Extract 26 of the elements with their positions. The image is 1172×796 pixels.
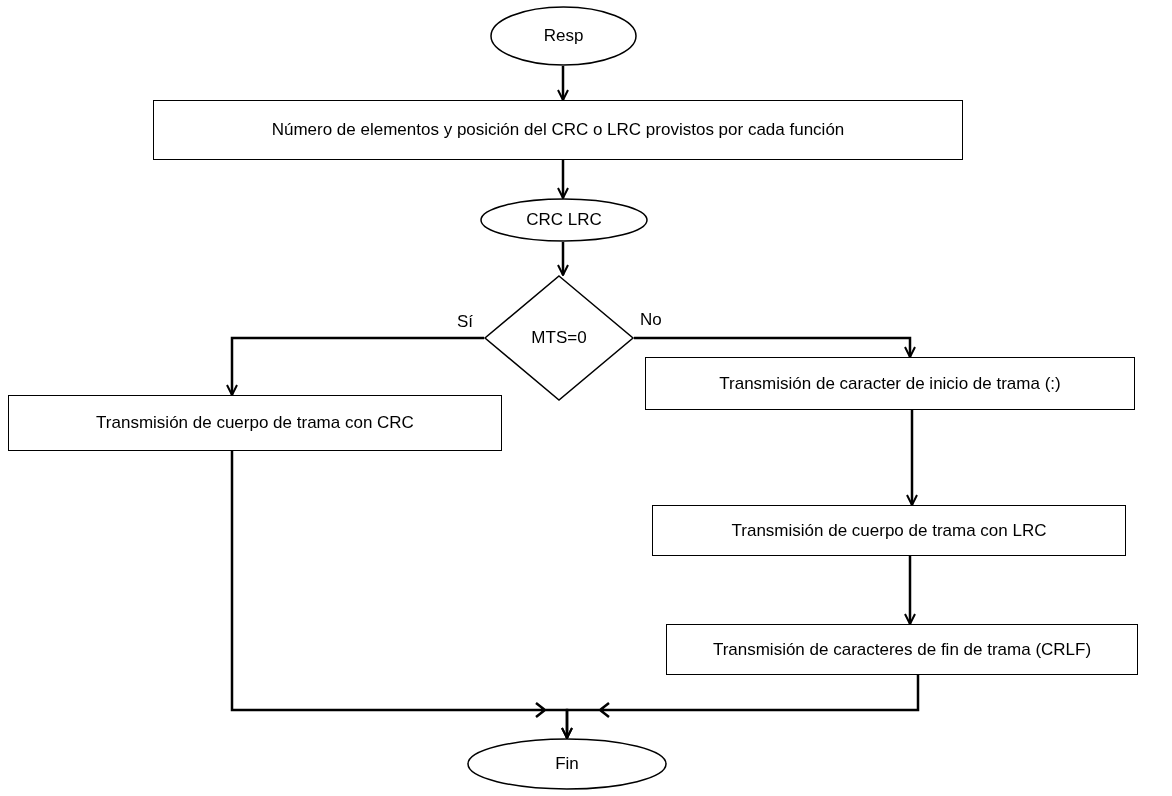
node-text: Fin — [555, 754, 579, 774]
process-box — [645, 357, 1135, 410]
node-text: MTS=0 — [531, 328, 587, 348]
arrow — [557, 160, 569, 199]
node-text: Transmisión de cuerpo de trama con CRC — [96, 413, 414, 433]
arrow — [561, 673, 920, 740]
process-box — [153, 100, 963, 160]
node-text: Transmisión de cuerpo de trama con LRC — [731, 520, 1047, 541]
node-text: CRC LRC — [526, 210, 602, 230]
terminal-ellipse — [467, 738, 667, 790]
arrow — [226, 336, 484, 396]
process-box — [666, 624, 1138, 675]
process-box — [652, 505, 1126, 556]
arrow — [904, 556, 916, 625]
terminal-ellipse — [480, 198, 648, 242]
arrow — [557, 242, 569, 276]
node-text: Transmisión de caracter de inicio de trama (:) — [719, 373, 1061, 394]
node-text: Transmisión de caracteres de fin de trama (CRLF) — [712, 639, 1092, 660]
node-text: Resp — [543, 26, 584, 46]
arrow — [906, 410, 918, 506]
arrow — [634, 336, 916, 358]
arrow — [557, 66, 569, 101]
terminal-ellipse — [490, 6, 637, 66]
decision-diamond — [484, 275, 634, 401]
node-text: Número de elementos y posición del CRC o LRC provistos por cada función — [271, 120, 845, 140]
process-box — [8, 395, 502, 451]
